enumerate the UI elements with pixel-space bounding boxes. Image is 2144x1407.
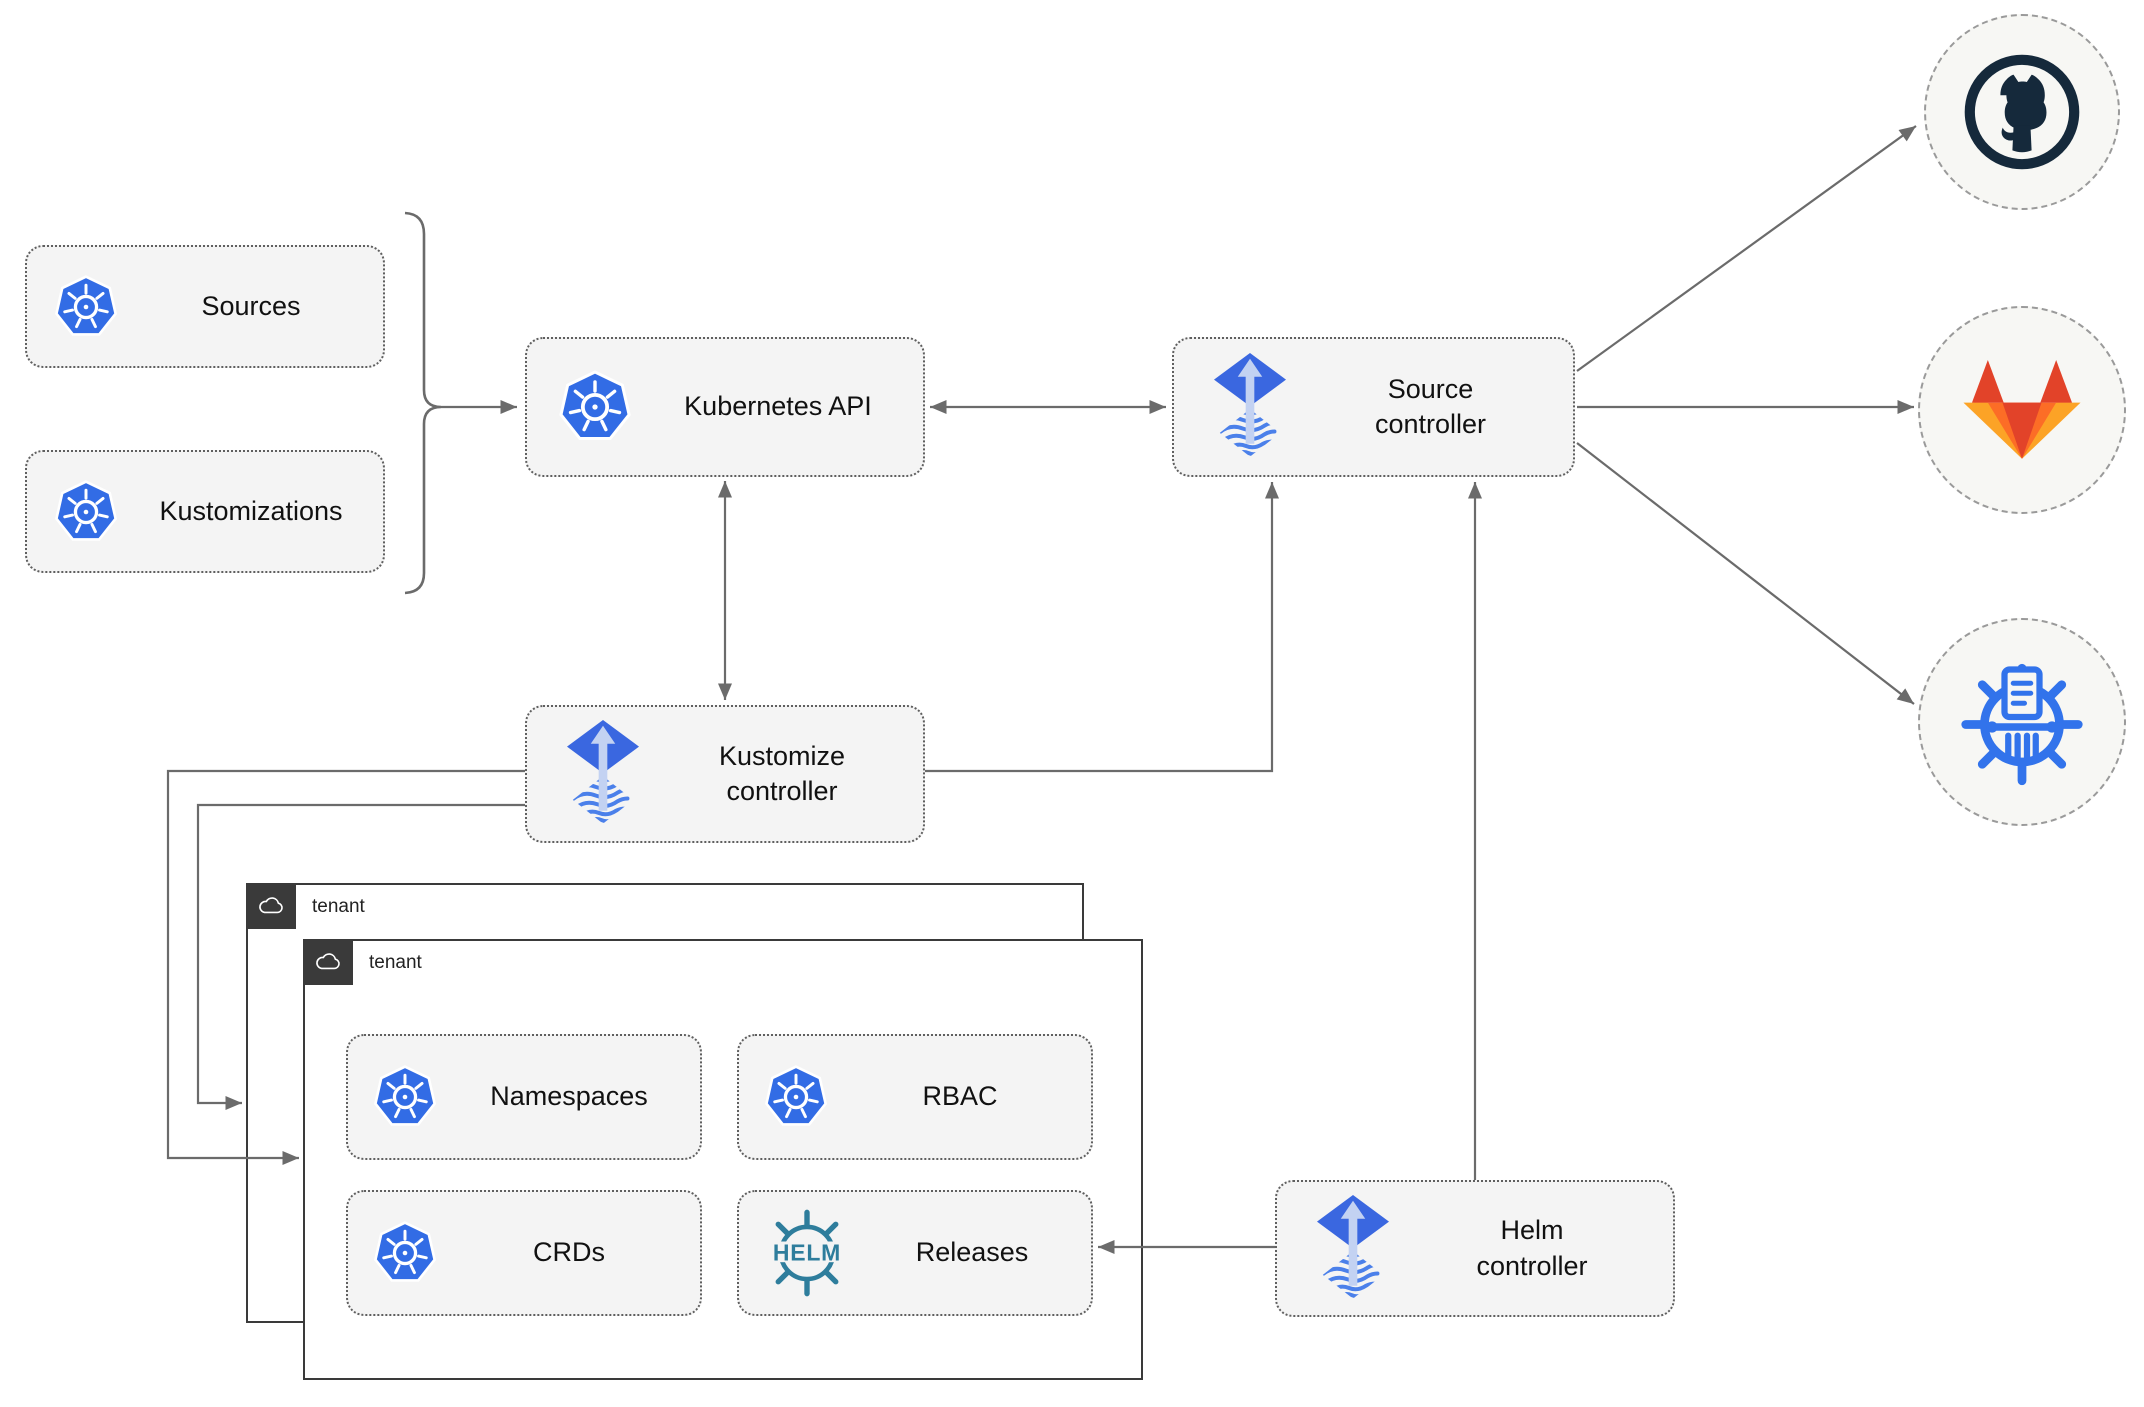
flux-icon [1212, 353, 1288, 461]
gitlab-endpoint [1918, 306, 2126, 514]
kubernetes-icon [557, 369, 633, 445]
sources-label: Sources [201, 290, 301, 321]
kubernetes-icon [763, 1064, 829, 1130]
sources-node: Sources [25, 245, 385, 368]
namespaces-node: Namespaces [346, 1034, 702, 1160]
namespaces-label: Namespaces [490, 1081, 648, 1112]
edge-source-chartmuseum [1576, 442, 1915, 705]
kubernetes-icon [372, 1220, 438, 1286]
kubernetes-icon [53, 274, 119, 340]
github-endpoint [1924, 14, 2120, 210]
tenant-label: tenant [369, 952, 422, 973]
chartmuseum-icon [1959, 657, 2085, 787]
chartmuseum-endpoint [1918, 618, 2126, 826]
kubernetes-api-node: Kubernetes API [525, 337, 925, 477]
flux-icon [565, 720, 641, 828]
rbac-label: RBAC [922, 1081, 998, 1112]
crds-label: CRDs [533, 1237, 605, 1268]
group-bracket [404, 211, 442, 595]
releases-label: Releases [915, 1237, 1029, 1268]
cloud-icon [245, 882, 296, 929]
github-icon [1962, 52, 2082, 172]
rbac-node: RBAC [737, 1034, 1093, 1160]
releases-node: Releases [737, 1190, 1093, 1316]
crds-node: CRDs [346, 1190, 702, 1316]
gitlab-icon [1961, 356, 2083, 464]
helm-icon [761, 1207, 853, 1299]
kustomizations-label: Kustomizations [159, 495, 343, 526]
flux-icon [1315, 1195, 1391, 1303]
edge-kustomize-source [925, 482, 1279, 773]
edge-source-github [1576, 125, 1917, 372]
kubernetes-icon [372, 1064, 438, 1130]
kubernetes-icon [53, 479, 119, 545]
kubernetes-api-label: Kubernetes API [684, 391, 872, 422]
cloud-icon [302, 938, 353, 985]
tenant-label: tenant [312, 896, 365, 917]
kustomizations-node: Kustomizations [25, 450, 385, 573]
